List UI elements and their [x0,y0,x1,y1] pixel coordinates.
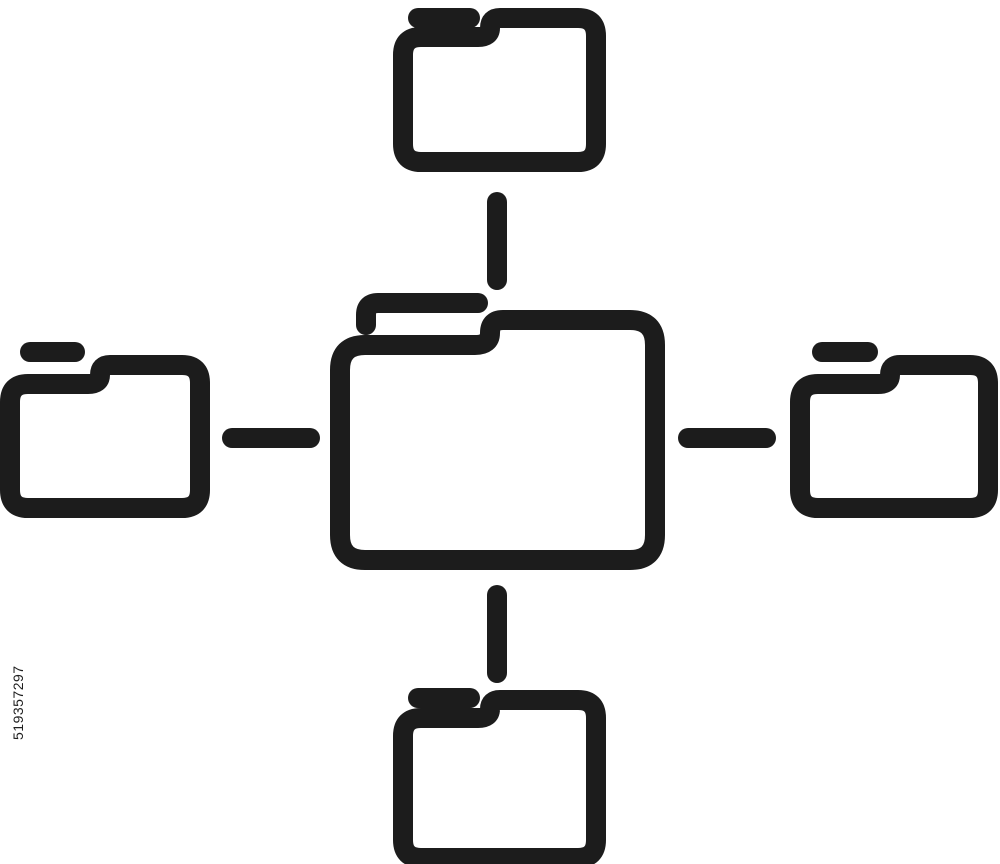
top-folder-icon [393,8,606,172]
right-folder-body [790,355,998,518]
stock-id-watermark: 519357297 [10,665,26,740]
bottom-folder-body [393,690,606,864]
connectors [222,192,776,683]
top-folder-body [393,8,606,172]
central-folder-tab [356,293,488,335]
left-folder-icon [0,342,210,518]
central-folder-icon [330,293,665,570]
bottom-folder-icon [393,688,606,864]
central-folder-body [330,310,665,570]
right-folder-icon [790,342,998,518]
left-folder-body [0,355,210,518]
